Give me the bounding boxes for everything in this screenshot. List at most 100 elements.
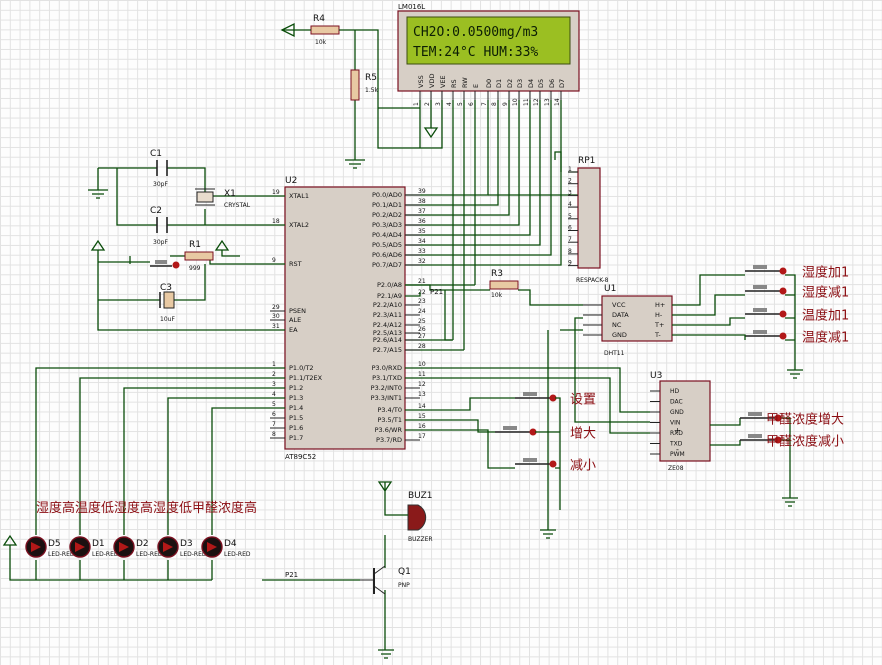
u2-right-pins: 39P0.0/AD038P0.1/AD137P0.2/AD236P0.3/AD3…: [371, 188, 426, 444]
led-ref: D3: [180, 539, 193, 549]
ground-icon: [345, 159, 365, 169]
u2-pin-name: P2.5/A13: [373, 329, 402, 337]
resistor-r3[interactable]: R3 10k: [489, 269, 519, 299]
lcd-pin-name: D7: [558, 79, 566, 88]
u2-pin-number: 14: [418, 403, 426, 410]
ze-button-2[interactable]: 甲醛浓度减小: [740, 434, 844, 450]
lcd-pin-number: 7: [481, 102, 488, 106]
u2-pin-number: 38: [418, 198, 426, 205]
reset-button[interactable]: [150, 260, 180, 269]
rp1-pin-number: 3: [568, 189, 572, 196]
transistor-q1[interactable]: Q1 PNP: [360, 565, 411, 595]
resistor-r5[interactable]: R5 1.5k: [350, 69, 379, 101]
u3-part: ZE08: [668, 465, 684, 472]
u2-pin-number: 6: [272, 411, 276, 418]
u2-pin-number: 10: [418, 361, 426, 368]
adjust-button-1[interactable]: 湿度加1: [745, 265, 849, 281]
capacitor-c3[interactable]: C3 10uF: [159, 283, 175, 323]
u2-pin-name: P3.7/RD: [376, 436, 402, 444]
u2-pin-name: P0.7/AD7: [372, 261, 402, 269]
lcd-module[interactable]: LM016L CH2O:0.0500mg/m3 TEM:24°C HUM:33%…: [397, 3, 580, 106]
resistor-r1[interactable]: R1 999: [184, 240, 214, 272]
capacitor-c1[interactable]: C1 30pF: [150, 149, 168, 188]
u2-pin-name: ALE: [289, 316, 301, 324]
resistor-r4[interactable]: R4 10k: [310, 14, 340, 46]
u2-pin-number: 1: [272, 361, 276, 368]
u2-pin-number: 8: [272, 431, 276, 438]
lcd-pin-number: 1: [413, 102, 420, 106]
u1-pin-name: NC: [612, 321, 622, 329]
u2-pin-number: 12: [418, 381, 426, 388]
u2-pin-name: P2.0/A8: [377, 281, 402, 289]
u2-pin-name: P0.3/AD3: [372, 221, 402, 229]
lcd-pin-number: 3: [435, 102, 442, 106]
capacitor-c2[interactable]: C2 30pF: [150, 206, 168, 246]
setting-button-1[interactable]: 设置: [515, 392, 596, 408]
adjust-button-4[interactable]: 温度减1: [745, 330, 849, 346]
crystal-x1[interactable]: X1 CRYSTAL: [195, 188, 251, 209]
lcd-line2: TEM:24°C HUM:33%: [413, 45, 538, 60]
u3-pin-name: HD: [670, 388, 680, 395]
u2-pin-name: XTAL2: [289, 221, 309, 229]
rp1-pin-number: 4: [568, 201, 572, 208]
u2-pin-number: 37: [418, 208, 426, 215]
r3-ref: R3: [491, 269, 503, 279]
u1-pin-name: T+: [654, 321, 664, 329]
lcd-pin-number: 8: [491, 102, 498, 106]
r5-ref: R5: [365, 73, 377, 83]
lcd-screen: [406, 16, 571, 65]
u2-pin-number: 31: [272, 323, 280, 330]
setting-button-2[interactable]: 增大: [495, 426, 596, 442]
lcd-pin-name: D2: [506, 79, 514, 88]
u2-pin-name: P3.5/T1: [377, 416, 402, 424]
u2-pin-number: 3: [272, 381, 276, 388]
u3-ref: U3: [650, 371, 662, 381]
adjust-button-3[interactable]: 温度加1: [745, 308, 849, 324]
u2-pin-number: 11: [418, 371, 426, 378]
u2-pin-number: 2: [272, 371, 276, 378]
lcd-pin-number: 5: [457, 102, 464, 106]
lcd-pin-number: 11: [523, 98, 530, 106]
buzzer-buz1[interactable]: BUZ1 BUZZER: [407, 491, 433, 543]
ground-arrow-icon: [423, 127, 439, 139]
u2-pin-name: P2.4/A12: [373, 321, 402, 329]
lcd-pin-name: RS: [450, 79, 458, 88]
u3-minus: -: [676, 445, 679, 454]
rp1-pin-number: 7: [568, 236, 572, 243]
lcd-pin-name: VEE: [439, 75, 447, 88]
u3-pin-name: VIN: [670, 420, 680, 427]
lcd-pin-number: 6: [468, 102, 475, 106]
ze-button-1-label: 甲醛浓度增大: [766, 412, 844, 428]
lcd-pin-number: 10: [512, 98, 519, 106]
u2-pin-number: 21: [418, 278, 426, 285]
x1-ref: X1: [224, 189, 236, 199]
lcd-ref: LM016L: [398, 3, 425, 11]
net-label-p21-q1: P21: [285, 571, 298, 579]
led-ref: D5: [48, 539, 61, 549]
u2-pin-number: 34: [418, 238, 426, 245]
ze-button-1[interactable]: 甲醛浓度增大: [740, 412, 844, 428]
u2-pin-number: 23: [418, 298, 426, 305]
net-label-p21: P21: [430, 288, 443, 296]
rp1-pin-number: 8: [568, 248, 572, 255]
u2-pin-number: 9: [272, 257, 276, 264]
setting-button-3[interactable]: 减小: [515, 458, 596, 474]
adjust-button-2[interactable]: 湿度减1: [745, 285, 849, 301]
lcd-pins: VSS1VDD2VEE3RS4RW5E6D07D18D29D310D411D51…: [413, 74, 566, 106]
u2-pin-name: XTAL1: [289, 192, 309, 200]
u2-pin-number: 24: [418, 308, 426, 315]
